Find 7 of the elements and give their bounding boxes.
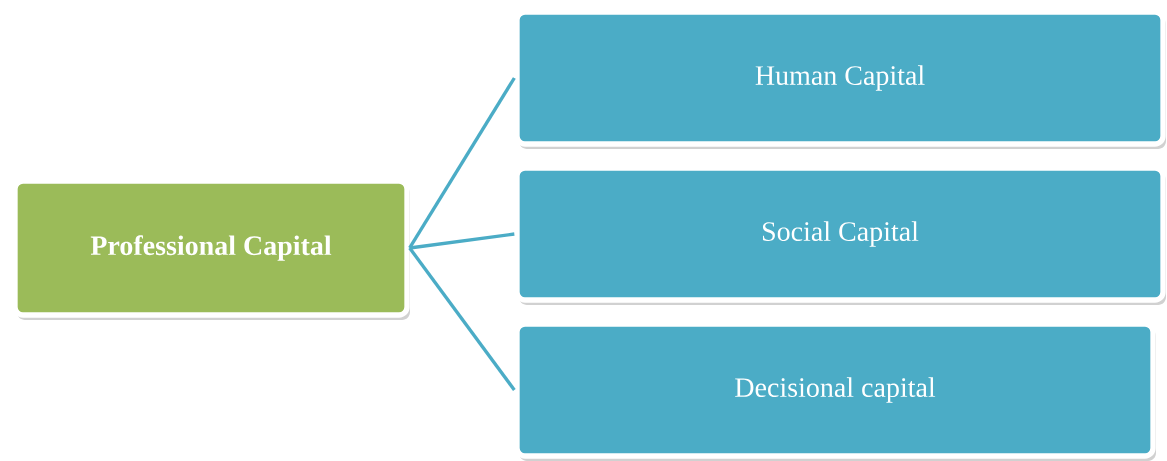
- box: Decisional capital: [514, 321, 1156, 461]
- connector-line: [408, 77, 516, 249]
- box: Social Capital: [514, 165, 1166, 305]
- connector-line: [408, 247, 516, 391]
- box: Human Capital: [514, 9, 1166, 149]
- connector-line: [409, 232, 515, 250]
- box: Professional Capital: [12, 178, 410, 320]
